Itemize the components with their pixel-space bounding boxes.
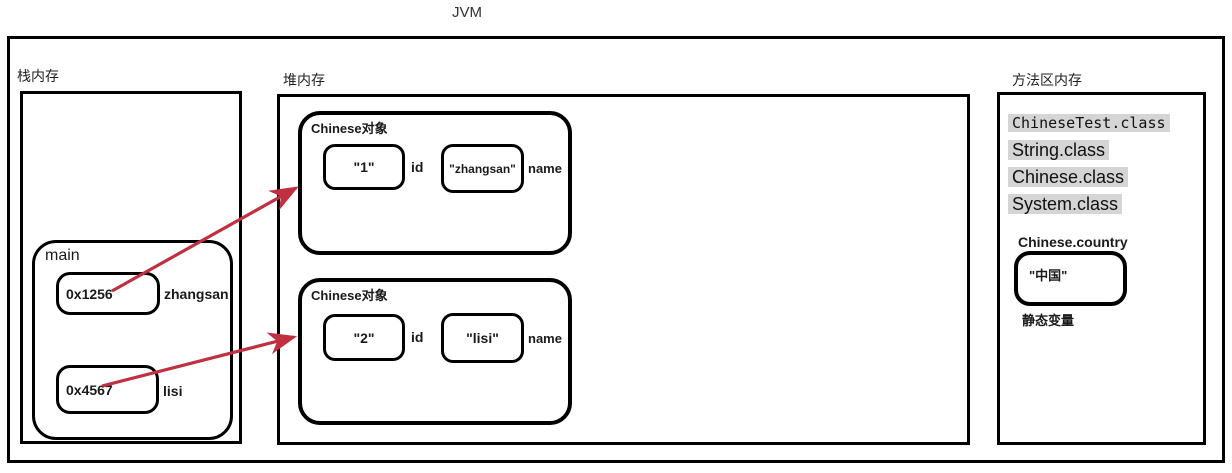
stack-frame-main-box: main 0x1256 zhangsan 0x4567 lisi	[32, 240, 233, 440]
static-field-value: "中国"	[1029, 268, 1068, 283]
stack-var-zhangsan-value: 0x1256	[66, 285, 113, 302]
heap-object1-name-label: name	[528, 161, 562, 176]
heap-object1-id-value: "1"	[353, 159, 375, 175]
heap-object1-id-label: id	[411, 159, 424, 175]
heap-memory-label: 堆内存	[283, 72, 325, 88]
stack-var-lisi-value: 0x4567	[66, 381, 113, 398]
stack-var-lisi-box: 0x4567	[56, 365, 159, 414]
heap-object1-title: Chinese对象	[311, 121, 388, 136]
heap-object1-name-box: "zhangsan"	[441, 144, 524, 193]
heap-object2-box: Chinese对象 "2" id "lisi" name	[298, 278, 572, 425]
loaded-classes-list: ChineseTest.class String.class Chinese.c…	[1008, 110, 1170, 218]
heap-object1-name-value: "zhangsan"	[449, 161, 516, 176]
class-entry: String.class	[1008, 137, 1170, 164]
heap-object1-id-box: "1"	[323, 144, 405, 190]
diagram-title: JVM	[452, 4, 482, 21]
class-entry: ChineseTest.class	[1008, 110, 1170, 137]
stack-var-lisi-name: lisi	[163, 383, 183, 399]
heap-object2-id-value: "2"	[353, 329, 375, 346]
stack-memory-label: 栈内存	[17, 68, 59, 84]
heap-object2-name-box: "lisi"	[441, 313, 524, 363]
static-field-value-box: "中国"	[1014, 251, 1127, 306]
stack-var-zhangsan-name: zhangsan	[164, 286, 229, 302]
method-area-label: 方法区内存	[1012, 72, 1082, 88]
heap-object2-title: Chinese对象	[311, 288, 388, 303]
stack-var-zhangsan-box: 0x1256	[56, 272, 160, 315]
static-field-label: Chinese.country	[1018, 234, 1128, 250]
heap-object2-id-box: "2"	[323, 314, 405, 361]
heap-object2-name-value: "lisi"	[466, 330, 499, 346]
class-entry: Chinese.class	[1008, 164, 1170, 191]
heap-object2-id-label: id	[411, 329, 424, 345]
class-entry: System.class	[1008, 191, 1170, 218]
heap-object1-box: Chinese对象 "1" id "zhangsan" name	[298, 111, 572, 255]
stack-frame-label: main	[45, 247, 80, 264]
heap-object2-name-label: name	[528, 331, 562, 346]
static-variable-caption: 静态变量	[1022, 313, 1075, 328]
